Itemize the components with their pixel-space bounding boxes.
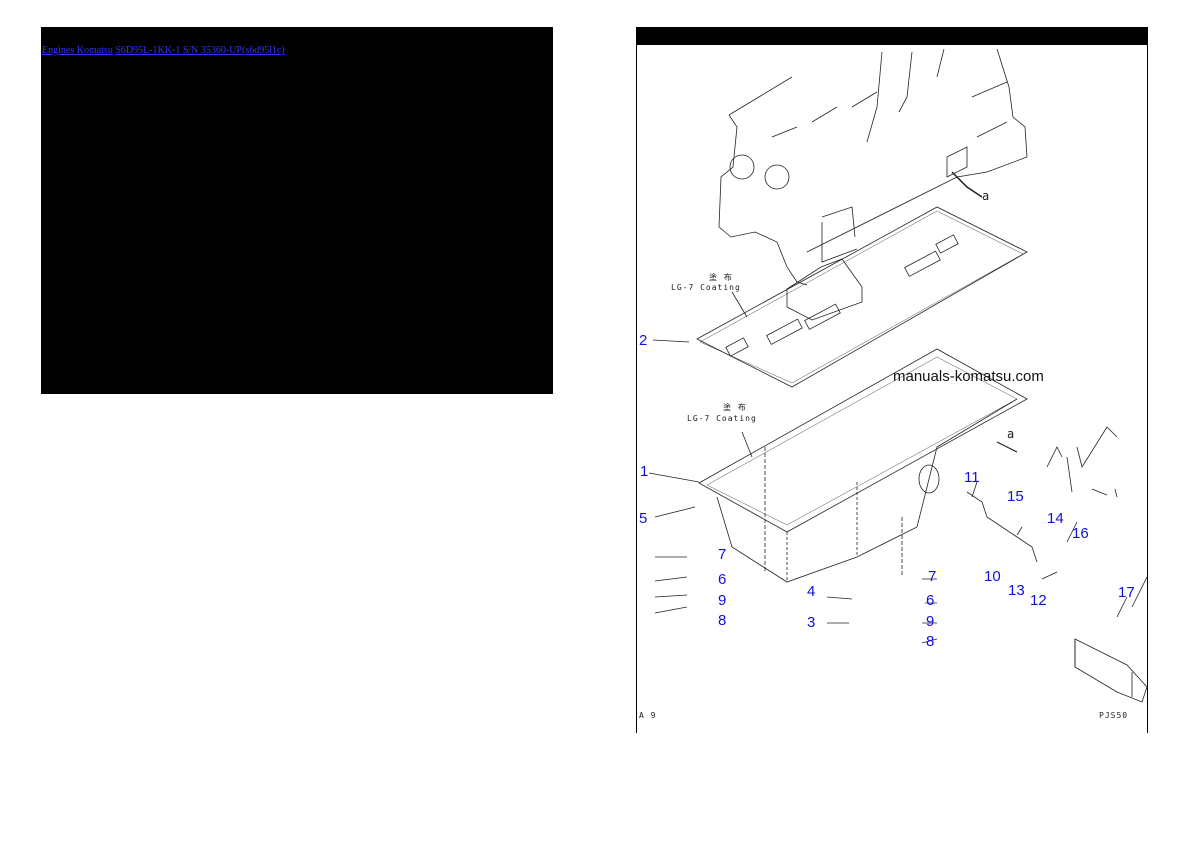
callout-5[interactable]: 5: [639, 510, 648, 527]
coating-label-en-1: LG-7 Coating: [671, 283, 741, 292]
watermark: manuals-komatsu.com: [893, 368, 1044, 385]
callout-14[interactable]: 14: [1047, 510, 1064, 527]
callout-7-right[interactable]: 7: [928, 568, 937, 585]
diagram-header-bar: [637, 27, 1147, 45]
view-marker-a-bottom: a: [1007, 427, 1016, 441]
callout-9-right[interactable]: 9: [926, 613, 935, 630]
breadcrumb-link-model[interactable]: S6D95L-1KK-1 S/N 35360-UP(s6d95l1c): [115, 45, 285, 56]
callout-9-left[interactable]: 9: [718, 592, 727, 609]
footer-left-code: A 9: [639, 711, 657, 720]
callout-4[interactable]: 4: [807, 583, 816, 600]
callout-10[interactable]: 10: [984, 568, 1001, 585]
callout-3[interactable]: 3: [807, 614, 816, 631]
callout-6-left[interactable]: 6: [718, 571, 727, 588]
view-marker-a-top: a: [982, 189, 991, 203]
callout-2[interactable]: 2: [639, 332, 648, 349]
callout-6-right[interactable]: 6: [926, 592, 935, 609]
breadcrumb: Engines Komatsu S6D95L-1KK-1 S/N 35360-U…: [42, 45, 285, 56]
callout-11[interactable]: 11: [964, 469, 980, 486]
callout-15[interactable]: 15: [1007, 488, 1024, 505]
callout-12[interactable]: 12: [1030, 592, 1047, 609]
exploded-view-drawing: [648, 48, 1147, 703]
callout-16[interactable]: 16: [1072, 525, 1089, 542]
callout-13[interactable]: 13: [1008, 582, 1025, 599]
coating-label-jp-2: 塗 布: [723, 403, 747, 412]
info-panel: Engines Komatsu S6D95L-1KK-1 S/N 35360-U…: [41, 27, 553, 394]
callout-8-left[interactable]: 8: [718, 612, 727, 629]
callout-1[interactable]: 1: [640, 463, 649, 480]
breadcrumb-link-engines-komatsu[interactable]: Engines Komatsu: [42, 45, 113, 56]
callout-17[interactable]: 17: [1118, 584, 1135, 601]
callout-8-right[interactable]: 8: [926, 633, 935, 650]
callout-7-left[interactable]: 7: [718, 546, 727, 563]
coating-label-jp-1: 塗 布: [709, 273, 733, 282]
coating-label-en-2: LG-7 Coating: [687, 414, 757, 423]
parts-diagram: 塗 布 LG-7 Coating 塗 布 LG-7 Coating a a ma…: [636, 27, 1148, 733]
footer-right-code: PJS50: [1099, 711, 1129, 720]
